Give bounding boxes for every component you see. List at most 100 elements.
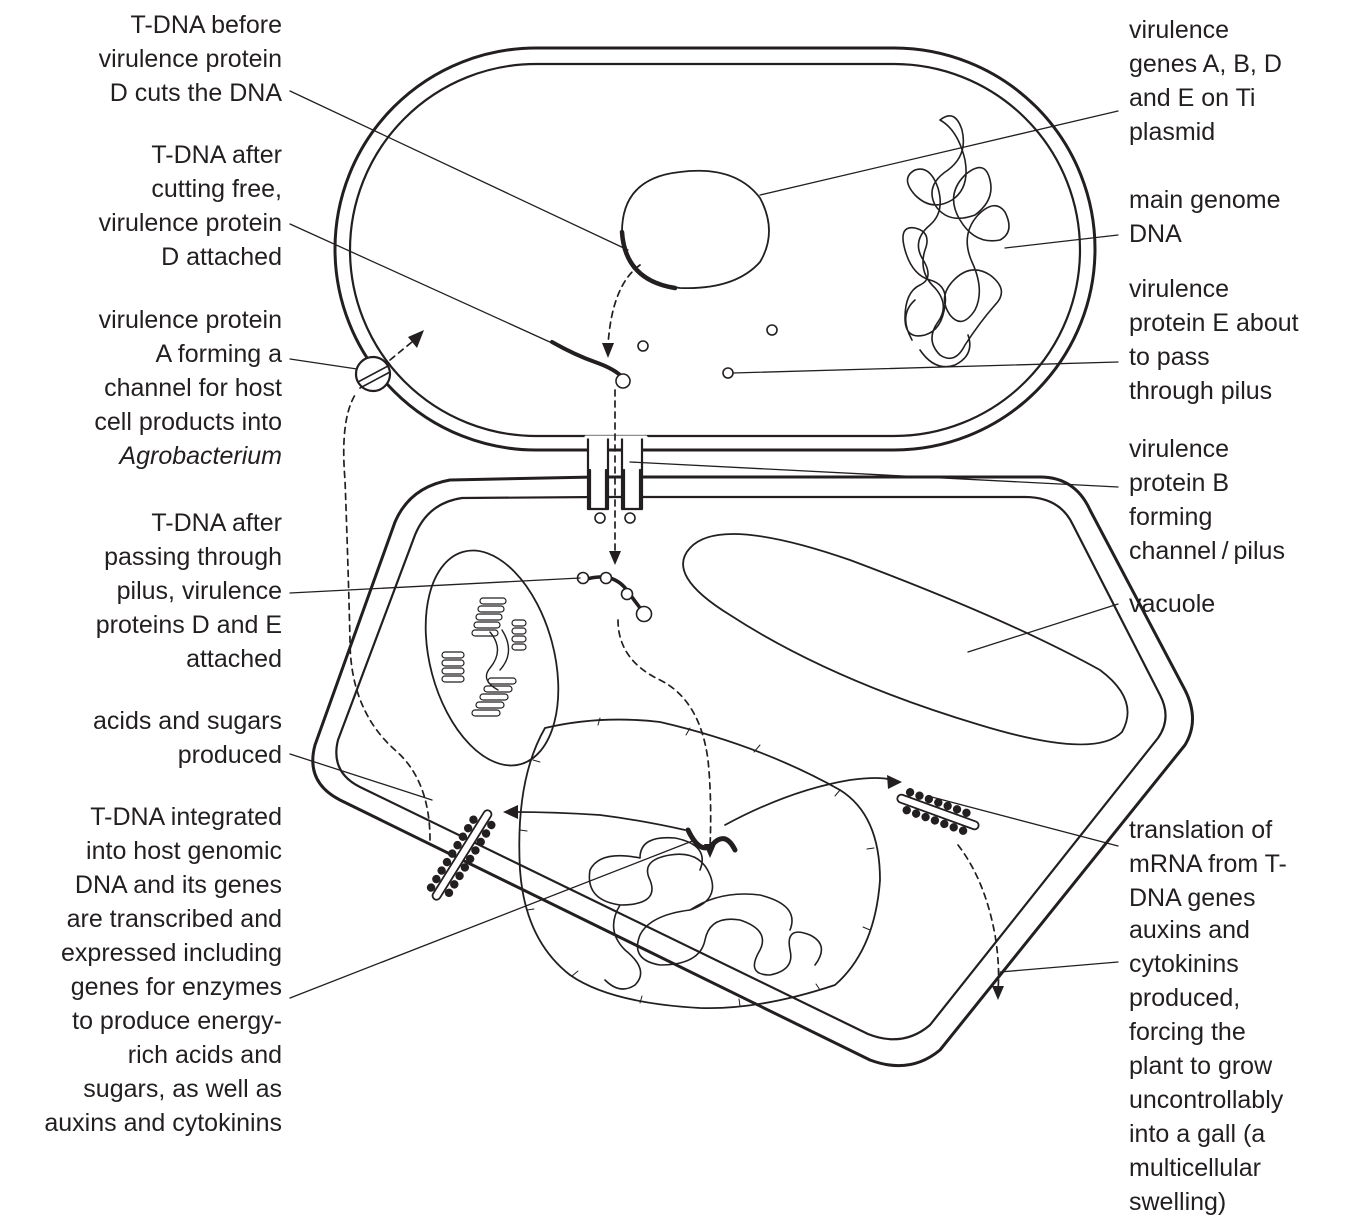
label-line: into host genomic [44, 834, 282, 868]
label-line: virulence [1129, 272, 1299, 306]
label-acids-sugars: acids and sugars produced [93, 704, 282, 772]
bacterium-inner-membrane [350, 64, 1080, 436]
label-vir-e: virulence protein E about to pass throug… [1129, 272, 1299, 408]
label-line: through pilus [1129, 374, 1299, 408]
label-vir-b: virulence protein B forming channel / pi… [1129, 432, 1285, 568]
tdna-after-pilus-complex [578, 573, 652, 622]
label-line: protein B [1129, 466, 1285, 500]
label-line: produced [93, 738, 282, 772]
tdna-region-on-plasmid [622, 232, 675, 288]
vira-channel [356, 357, 390, 391]
label-translation: translation of mRNA from T- DNA genes [1129, 813, 1287, 915]
label-line: virulence protein [94, 303, 282, 337]
label-vir-genes: virulence genes A, B, D and E on Ti plas… [1129, 13, 1282, 149]
label-line: DNA and its genes [44, 868, 282, 902]
label-line: virulence [1129, 432, 1285, 466]
label-line: virulence protein [99, 206, 282, 240]
label-line: swelling) [1129, 1185, 1283, 1219]
label-line: pilus, virulence [96, 574, 282, 608]
label-tdna-before: T-DNA before virulence protein D cuts th… [99, 8, 282, 110]
label-line: cutting free, [99, 172, 282, 206]
label-line: produced, [1129, 981, 1283, 1015]
label-line: to produce energy- [44, 1004, 282, 1038]
label-line: rich acids and [44, 1038, 282, 1072]
label-line: T-DNA before [99, 8, 282, 42]
vire-protein-3 [723, 368, 733, 378]
label-line-italic: Agrobacterium [94, 439, 282, 473]
label-vir-a: virulence protein A forming a channel fo… [94, 303, 282, 473]
label-line: protein E about [1129, 306, 1299, 340]
label-line: T-DNA integrated [44, 800, 282, 834]
arrow-plasmid-to-pilus [608, 265, 640, 345]
grana-stack-2 [512, 620, 526, 650]
transcription-arrows [515, 778, 892, 830]
bacterium-cell [335, 48, 1095, 450]
label-line: to pass [1129, 340, 1299, 374]
label-line: cytokinins [1129, 947, 1283, 981]
label-line: attached [96, 642, 282, 676]
label-line: expressed including [44, 936, 282, 970]
label-line: auxins and [1129, 913, 1283, 947]
label-line: plant to grow [1129, 1049, 1283, 1083]
label-line: mRNA from T- [1129, 847, 1287, 881]
bacterial-chromosome [903, 116, 1009, 367]
label-line: multicellular [1129, 1151, 1283, 1185]
arrow-acids-to-bacterium [344, 395, 430, 840]
label-line: genes A, B, D [1129, 47, 1282, 81]
arrow-to-nucleus [618, 620, 711, 848]
plant-cell-membrane [336, 497, 1165, 1039]
label-line: T-DNA after [99, 138, 282, 172]
label-line: T-DNA after [96, 506, 282, 540]
label-line: sugars, as well as [44, 1072, 282, 1106]
label-line: forcing the [1129, 1015, 1283, 1049]
label-line: D attached [99, 240, 282, 274]
label-tdna-after-pilus: T-DNA after passing through pilus, virul… [96, 506, 282, 676]
ti-plasmid [622, 171, 769, 288]
label-line: DNA [1129, 217, 1280, 251]
vire-protein-2 [767, 325, 777, 335]
label-line: auxins and cytokinins [44, 1106, 282, 1140]
label-line: are transcribed and [44, 902, 282, 936]
leader-lines [290, 91, 1118, 998]
label-line: passing through [96, 540, 282, 574]
nuclear-envelope [519, 720, 880, 1009]
label-line: and E on Ti [1129, 81, 1282, 115]
arrow-auxins-out [958, 845, 999, 990]
grana-stack-1 [472, 598, 506, 636]
label-line: plasmid [1129, 115, 1282, 149]
grana-stack-3 [442, 652, 464, 682]
label-line: proteins D and E [96, 608, 282, 642]
chloroplast [404, 536, 581, 781]
vird-protein [616, 374, 630, 388]
label-main-genome: main genome DNA [1129, 183, 1280, 251]
label-line: uncontrollably [1129, 1083, 1283, 1117]
label-line: cell products into [94, 405, 282, 439]
label-line: channel for host [94, 371, 282, 405]
label-line: virulence protein [99, 42, 282, 76]
nuclear-pores [520, 718, 874, 1006]
label-line: translation of [1129, 813, 1287, 847]
label-tdna-after-cut: T-DNA after cutting free, virulence prot… [99, 138, 282, 274]
label-line: forming [1129, 500, 1285, 534]
label-line: virulence [1129, 13, 1282, 47]
label-tdna-integrated: T-DNA integrated into host genomic DNA a… [44, 800, 282, 1140]
label-line: channel / pilus [1129, 534, 1285, 568]
label-line: DNA genes [1129, 881, 1287, 915]
plant-cell [313, 470, 1193, 1066]
nucleus [519, 718, 880, 1008]
label-line: into a gall (a [1129, 1117, 1283, 1151]
label-line: A forming a [94, 337, 282, 371]
label-line: D cuts the DNA [99, 76, 282, 110]
vire-protein-1 [638, 341, 648, 351]
label-line: vacuole [1129, 587, 1215, 621]
bacterium-outer-wall [335, 48, 1095, 450]
arrowheads [408, 330, 1004, 1000]
label-line: main genome [1129, 183, 1280, 217]
ribosome-cluster-right [893, 785, 983, 839]
ribosome-cluster-left [423, 804, 501, 906]
grana-stack-4 [472, 678, 516, 716]
label-line: acids and sugars [93, 704, 282, 738]
host-chromatin [589, 838, 821, 989]
label-vacuole: vacuole [1129, 587, 1215, 621]
label-line: genes for enzymes [44, 970, 282, 1004]
